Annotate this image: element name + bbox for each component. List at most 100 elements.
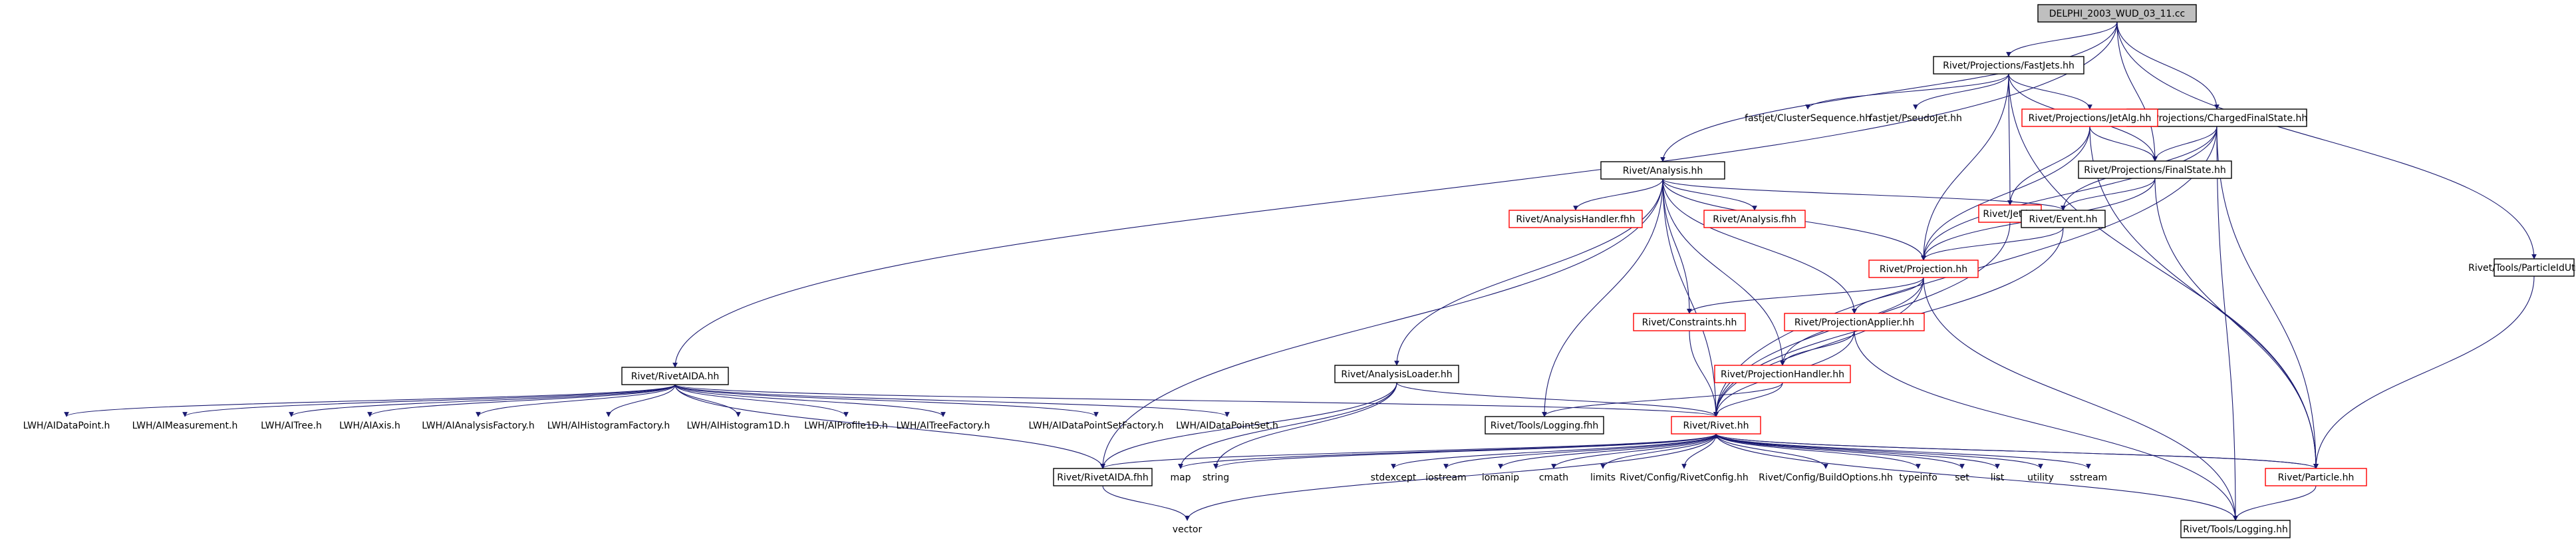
nodes-layer: DELPHI_2003_WUD_03_11.ccRivet/Projection…	[23, 4, 2576, 538]
node-string: string	[1203, 472, 1229, 483]
node-box-toolsloggingfhh	[1485, 416, 1604, 435]
edge-analysis-to-rivetaidafhh	[1100, 178, 1663, 469]
node-finalstate[interactable]: Rivet/Projections/FinalState.hh	[2078, 160, 2232, 179]
node-label-pseudojet: fastjet/PseudoJet.hh	[1869, 113, 1962, 124]
node-box-fastjets	[1933, 56, 2084, 75]
node-label-constraints: Rivet/Constraints.hh	[1642, 317, 1737, 328]
node-rivetaida[interactable]: Rivet/RivetAIDA.hh	[621, 367, 729, 385]
node-label-cmath: cmath	[1539, 472, 1568, 483]
node-projapplier[interactable]: Rivet/ProjectionApplier.hh	[1784, 313, 1925, 331]
node-lwh_histofactory: LWH/AIHistogramFactory.h	[547, 421, 670, 431]
edge-fastjets-to-projection	[1921, 73, 2009, 261]
edge-rivetaida-to-lwh_measurement	[182, 384, 676, 417]
node-box-toolslogginghh	[2180, 520, 2291, 538]
edge-projhandler-to-toolsloggingfhh	[1542, 382, 1783, 417]
edge-root-to-rivetaida	[672, 21, 2118, 368]
edge-rivethh-to-sstream	[1715, 433, 2091, 469]
node-particleidutils[interactable]: Rivet/Tools/ParticleIdUtils.hh	[2468, 258, 2576, 277]
node-lwh_histo1d: LWH/AIHistogram1D.h	[687, 421, 790, 431]
node-label-map: map	[1170, 472, 1191, 483]
node-root[interactable]: DELPHI_2003_WUD_03_11.cc	[2037, 4, 2197, 23]
node-label-lwh_datapoint: LWH/AIDataPoint.h	[23, 421, 110, 431]
node-event[interactable]: Rivet/Event.hh	[2021, 210, 2106, 228]
node-label-vector: vector	[1173, 524, 1203, 535]
edge-projection-to-projapplier	[1852, 277, 1924, 314]
node-box-particleidutils	[2494, 258, 2575, 277]
edge-rivetaida-to-rivethh	[674, 384, 1719, 417]
node-projhandler[interactable]: Rivet/ProjectionHandler.hh	[1714, 365, 1851, 383]
node-toolsloggingfhh[interactable]: Rivet/Tools/Logging.fhh	[1485, 416, 1604, 435]
edge-rivethh-to-rivetconfig	[1681, 433, 1717, 469]
node-analysishandlerfhh[interactable]: Rivet/AnalysisHandler.fhh	[1508, 210, 1643, 228]
node-analysisfhh[interactable]: Rivet/Analysis.fhh	[1703, 210, 1806, 228]
edge-projhandler-to-rivethh	[1713, 382, 1783, 417]
edge-particle-to-rivethh	[1713, 433, 2317, 469]
node-label-toolsloggingfhh: Rivet/Tools/Logging.fhh	[1491, 421, 1599, 431]
edge-rivethh-to-toolslogginghh	[1715, 433, 2238, 521]
node-fastjets[interactable]: Rivet/Projections/FastJets.hh	[1933, 56, 2084, 75]
edge-analysisloader-to-string	[1213, 382, 1397, 469]
node-label-lwh_dpsfactory: LWH/AIDataPointSetFactory.h	[1029, 421, 1164, 431]
edge-finalstate-to-event	[2061, 178, 2156, 211]
node-label-iostream: iostream	[1425, 472, 1467, 483]
edge-cfs-to-toolslogginghh	[2216, 126, 2238, 521]
node-vector: vector	[1173, 524, 1203, 535]
node-box-analysisloader	[1334, 365, 1459, 383]
node-box-projhandler	[1714, 365, 1851, 383]
edge-rivetaida-to-lwh_treefactory	[674, 384, 946, 417]
node-analysisloader[interactable]: Rivet/AnalysisLoader.hh	[1334, 365, 1459, 383]
node-constraints[interactable]: Rivet/Constraints.hh	[1633, 313, 1746, 331]
node-set: set	[1955, 472, 1969, 483]
edge-rivethh-to-list	[1715, 433, 2000, 469]
edge-rivethh-to-iomanip	[1498, 433, 1717, 469]
node-rivethh[interactable]: Rivet/Rivet.hh	[1671, 416, 1761, 435]
edge-analysisloader-to-rivethh	[1396, 382, 1719, 417]
node-jetalg[interactable]: Rivet/Projections/JetAlg.hh	[2021, 108, 2158, 127]
node-label-lwh_axis: LWH/AIAxis.h	[339, 421, 400, 431]
edge-root-to-particleidutils	[2116, 21, 2537, 260]
edge-constraints-to-rivethh	[1689, 330, 1719, 417]
edge-rivetaida-to-lwh_analysisfactory	[476, 384, 676, 417]
node-label-typeinfo: typeinfo	[1899, 472, 1937, 483]
node-lwh_treefactory: LWH/AITreeFactory.h	[897, 421, 990, 431]
node-label-projhandler: Rivet/ProjectionHandler.hh	[1721, 369, 1844, 380]
edge-event-to-projection	[1921, 227, 2064, 261]
node-box-rivetaidafhh	[1053, 468, 1153, 486]
edge-rivetaida-to-rivetaidafhh	[674, 384, 1105, 469]
edge-rivethh-to-vector	[1185, 433, 1717, 521]
edge-root-to-finalstate	[2116, 21, 2158, 162]
node-projection[interactable]: Rivet/Projection.hh	[1868, 260, 1979, 278]
node-label-lwh_dps: LWH/AIDataPointSet.h	[1176, 421, 1278, 431]
node-analysis[interactable]: Rivet/Analysis.hh	[1600, 161, 1725, 180]
node-label-lwh_histofactory: LWH/AIHistogramFactory.h	[547, 421, 670, 431]
node-box-finalstate	[2078, 160, 2232, 179]
node-label-projapplier: Rivet/ProjectionApplier.hh	[1794, 317, 1914, 328]
node-label-lwh_histo1d: LWH/AIHistogram1D.h	[687, 421, 790, 431]
node-label-rivetconfig: Rivet/Config/RivetConfig.hh	[1620, 472, 1748, 483]
node-box-analysisfhh	[1703, 210, 1806, 228]
edge-rivethh-to-string	[1213, 433, 1717, 469]
node-label-rivethh: Rivet/Rivet.hh	[1683, 421, 1749, 431]
edge-projection-to-rivethh	[1713, 277, 1924, 417]
node-label-buildoptions: Rivet/Config/BuildOptions.hh	[1759, 472, 1893, 483]
node-particle[interactable]: Rivet/Particle.hh	[2265, 468, 2367, 486]
node-label-particleidutils: Rivet/Tools/ParticleIdUtils.hh	[2468, 263, 2576, 273]
node-label-projection: Rivet/Projection.hh	[1880, 264, 1967, 275]
node-toolslogginghh[interactable]: Rivet/Tools/Logging.hh	[2180, 520, 2291, 538]
edge-jetalg-to-projection	[1921, 126, 2090, 261]
node-lwh_tree: LWH/AITree.h	[261, 421, 322, 431]
node-rivetaidafhh[interactable]: Rivet/RivetAIDA.fhh	[1053, 468, 1153, 486]
node-rivetconfig: Rivet/Config/RivetConfig.hh	[1620, 472, 1748, 483]
edge-root-to-analysis	[1660, 21, 2118, 162]
edge-jetalg-to-finalstate	[2089, 126, 2158, 162]
node-label-fastjets: Rivet/Projections/FastJets.hh	[1943, 61, 2075, 71]
node-label-utility: utility	[2027, 472, 2054, 483]
edge-rivethh-to-rivetaidafhh	[1100, 433, 1717, 469]
node-label-cfs: Rivet/Projections/ChargedFinalState.hh	[2126, 113, 2308, 124]
node-lwh_dpsfactory: LWH/AIDataPointSetFactory.h	[1029, 421, 1164, 431]
edge-rivetaida-to-lwh_dps	[674, 384, 1230, 417]
node-iomanip: iomanip	[1482, 472, 1519, 483]
edge-rivethh-to-stdexcept	[1391, 433, 1717, 469]
node-buildoptions: Rivet/Config/BuildOptions.hh	[1759, 472, 1893, 483]
edge-rivetaida-to-lwh_profile1d	[674, 384, 849, 417]
